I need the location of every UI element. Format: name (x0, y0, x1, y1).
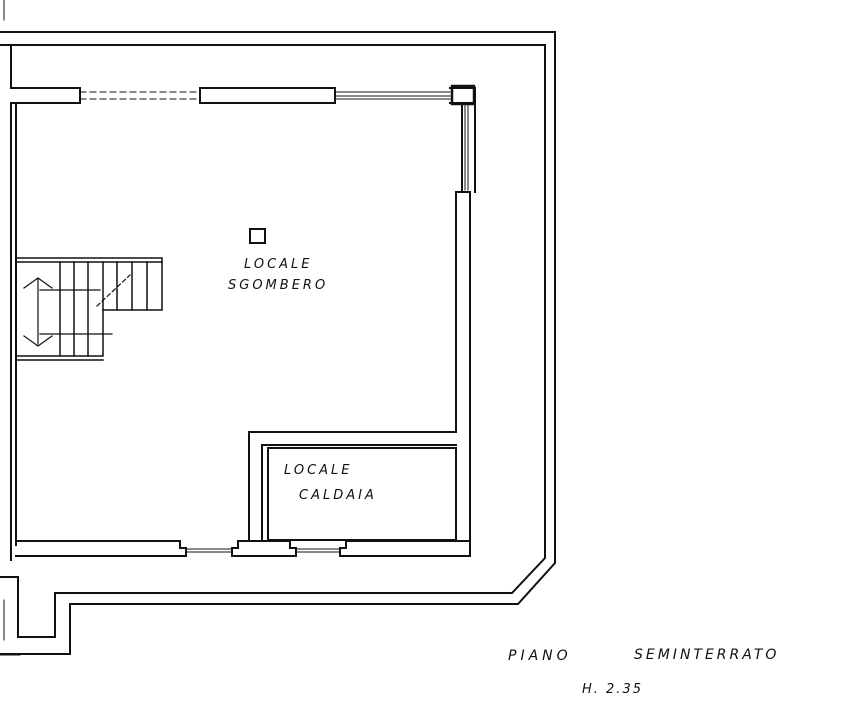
outer-boundary (0, 31, 556, 655)
floor-height: H. 2.35 (582, 682, 643, 697)
top-window-right (334, 91, 451, 100)
left-edge-marks (0, 0, 21, 656)
storage-label-line1: LOCALE (244, 257, 313, 272)
boiler-label-line1: LOCALE (284, 463, 353, 478)
column-square (249, 228, 266, 244)
bottom-doors (185, 548, 341, 553)
top-window (79, 91, 201, 100)
boiler-room-walls (248, 431, 457, 541)
staircase (15, 257, 163, 361)
boiler-label-line2: CALDAIA (299, 488, 377, 503)
floor-name: SEMINTERRATO (634, 647, 779, 663)
floor-title: PIANO (508, 648, 572, 664)
storage-label-line2: SGOMBERO (228, 278, 328, 293)
right-window (464, 103, 469, 191)
stair-arrow (23, 274, 131, 347)
bottom-wall (15, 540, 471, 557)
right-wall (455, 102, 476, 541)
